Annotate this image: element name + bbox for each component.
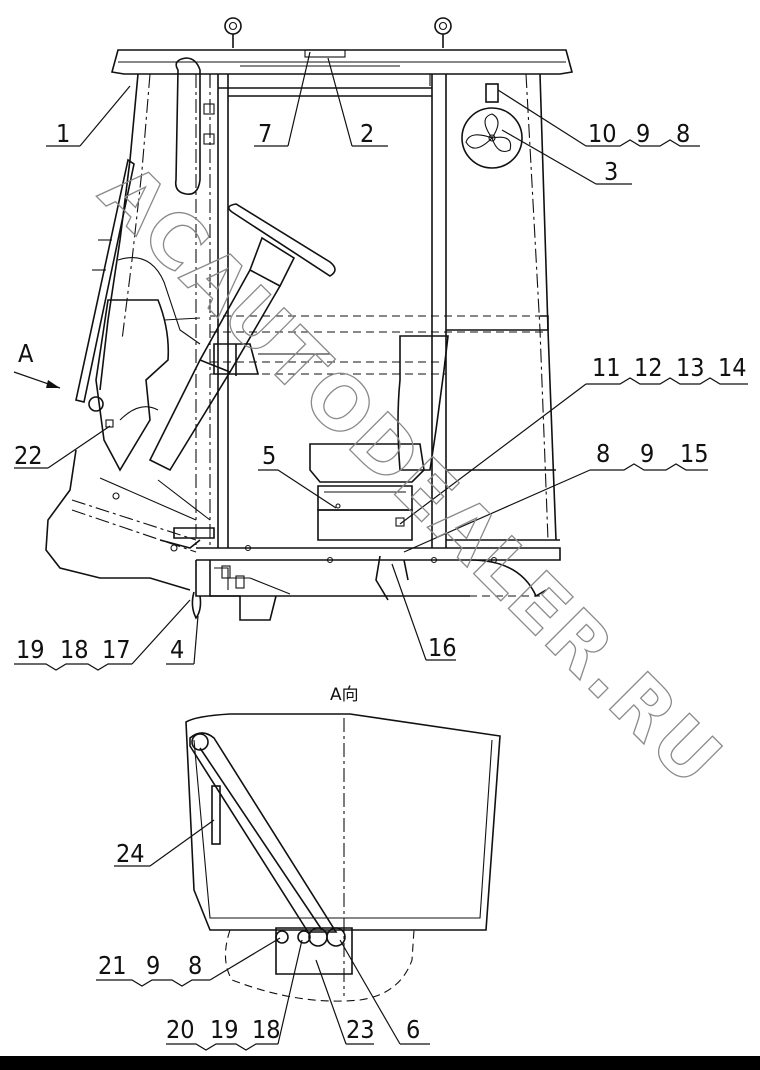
rear-window-outline <box>185 713 501 931</box>
callout-19-bottom: 19 <box>210 1015 239 1044</box>
fan-switch <box>485 83 499 103</box>
steering-wheel <box>148 203 336 472</box>
view-a: A向 <box>185 685 501 1002</box>
front-underbody <box>45 449 191 591</box>
callout-6: 6 <box>406 1015 420 1044</box>
callout-24: 24 <box>116 839 145 868</box>
callout-18-left: 18 <box>60 635 89 664</box>
operator-seat <box>309 335 449 541</box>
callout-23: 23 <box>346 1015 375 1044</box>
callout-12: 12 <box>634 353 663 382</box>
callout-2: 2 <box>360 119 374 148</box>
callout-16: 16 <box>428 633 457 662</box>
callout-10: 10 <box>588 119 617 148</box>
callout-11: 11 <box>592 353 621 382</box>
callout-18-bottom: 18 <box>252 1015 281 1044</box>
callout-14: 14 <box>718 353 747 382</box>
callout-20: 20 <box>166 1015 195 1044</box>
callout-17: 17 <box>102 635 131 664</box>
wiper-arm <box>189 732 346 947</box>
watermark-text: ACAUTODEALER.RU <box>83 148 738 803</box>
callout-19-left: 19 <box>16 635 45 664</box>
lifting-eye-right <box>434 17 452 48</box>
callout-8-bottom: 8 <box>188 951 202 980</box>
front-pillar <box>99 73 139 391</box>
callout-1: 1 <box>56 119 70 148</box>
callout-22: 22 <box>14 441 43 470</box>
fan-icon <box>461 107 523 169</box>
callout-8-top: 8 <box>676 119 690 148</box>
callout-9-mid: 9 <box>640 439 654 468</box>
wiper-rod <box>211 785 221 845</box>
arrow-a-label: A <box>18 339 34 368</box>
cab-side-view: A <box>13 17 574 621</box>
callout-7: 7 <box>258 119 272 148</box>
callout-15: 15 <box>680 439 709 468</box>
callout-9-top: 9 <box>636 119 650 148</box>
callout-13: 13 <box>676 353 705 382</box>
callout-9-bottom: 9 <box>146 951 160 980</box>
callout-5: 5 <box>262 441 276 470</box>
roof-panel <box>110 49 574 75</box>
callout-numbers: 1 7 2 10 9 8 3 11 12 13 14 5 8 9 15 22 1… <box>14 119 747 1044</box>
grab-handle <box>174 57 201 196</box>
view-a-title: A向 <box>330 685 359 705</box>
callout-8-mid: 8 <box>596 439 610 468</box>
dash-panel <box>95 299 170 472</box>
bottom-border-bar <box>0 1056 760 1070</box>
windshield-glass <box>75 158 135 403</box>
view-arrow-a: A <box>13 339 61 389</box>
leader-lines <box>14 51 748 1051</box>
floor-frame <box>196 547 561 561</box>
callout-3: 3 <box>604 157 618 186</box>
lifting-eye-left <box>224 17 242 48</box>
callout-21: 21 <box>98 951 127 980</box>
callout-4: 4 <box>170 635 184 664</box>
